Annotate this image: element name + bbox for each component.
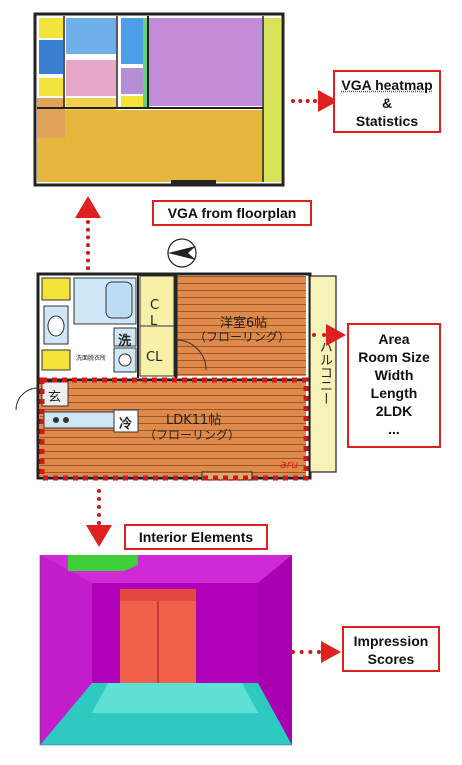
- washroom-label: 洗面脱衣所: [76, 353, 106, 362]
- area-stat-line-3: Width: [349, 366, 439, 384]
- interior-segmentation: [28, 553, 298, 758]
- floorplan-graphic: [14, 270, 344, 488]
- compass-icon: [166, 237, 198, 269]
- interior-elements-label: Interior Elements: [124, 524, 268, 550]
- closet-top-label: C L: [150, 298, 164, 330]
- bedroom-floor-label: （フローリング）: [194, 328, 290, 345]
- heatmap-bedroom-region: [148, 18, 262, 106]
- arrow-to-area-stats: [312, 333, 326, 337]
- area-stat-line-5: 2LDK: [349, 402, 439, 420]
- ldk-floor-label: （フローリング）: [144, 426, 240, 443]
- arrow-head-up: [75, 196, 101, 218]
- heatmap-ldk-region: [37, 110, 263, 182]
- interior-segmentation-graphic: [28, 553, 298, 758]
- impression-line-1: Impression: [344, 632, 438, 650]
- fridge-label: 冷: [119, 413, 132, 432]
- vga-heatmap: [33, 12, 285, 187]
- area-stat-line-4: Length: [349, 384, 439, 402]
- arrow-head-right-2: [326, 324, 346, 346]
- entrance-label: 玄: [48, 386, 61, 405]
- vga-heatmap-stats-box: VGA heatmap & Statistics: [333, 70, 441, 133]
- washer-label: 洗: [118, 330, 131, 349]
- vga-from-floorplan-label: VGA from floorplan: [152, 200, 312, 226]
- vga-heatmap-line-1: VGA heatmap: [335, 76, 439, 94]
- arrow-head-down: [86, 525, 112, 547]
- impression-scores-box: Impression Scores: [342, 626, 440, 672]
- area-stat-line-1: Area: [349, 330, 439, 348]
- arrow-to-impression: [291, 650, 321, 654]
- watermark-label: aru: [280, 458, 298, 471]
- closet-bottom-label: CL: [146, 350, 162, 365]
- arrow-head-right-3: [321, 641, 341, 663]
- area-stat-line-6: ...: [349, 420, 439, 438]
- area-stat-line-2: Room Size: [349, 348, 439, 366]
- area-stats-box: Area Room Size Width Length 2LDK ...: [347, 323, 441, 448]
- vga-heatmap-line-3: Statistics: [335, 112, 439, 130]
- heatmap-balcony-region: [263, 18, 281, 182]
- impression-line-2: Scores: [344, 650, 438, 668]
- vga-heatmap-line-2: &: [335, 94, 439, 112]
- arrow-to-interior: [97, 489, 101, 525]
- floorplan: 洋室6帖 （フローリング） LDK11帖 （フローリング） C L CL 洗 冷…: [14, 270, 344, 488]
- balcony-label: バルコニー: [315, 340, 334, 405]
- vga-heatmap-graphic: [33, 12, 285, 187]
- ceiling-region: [68, 555, 138, 571]
- arrow-to-vga-stats: [291, 99, 317, 103]
